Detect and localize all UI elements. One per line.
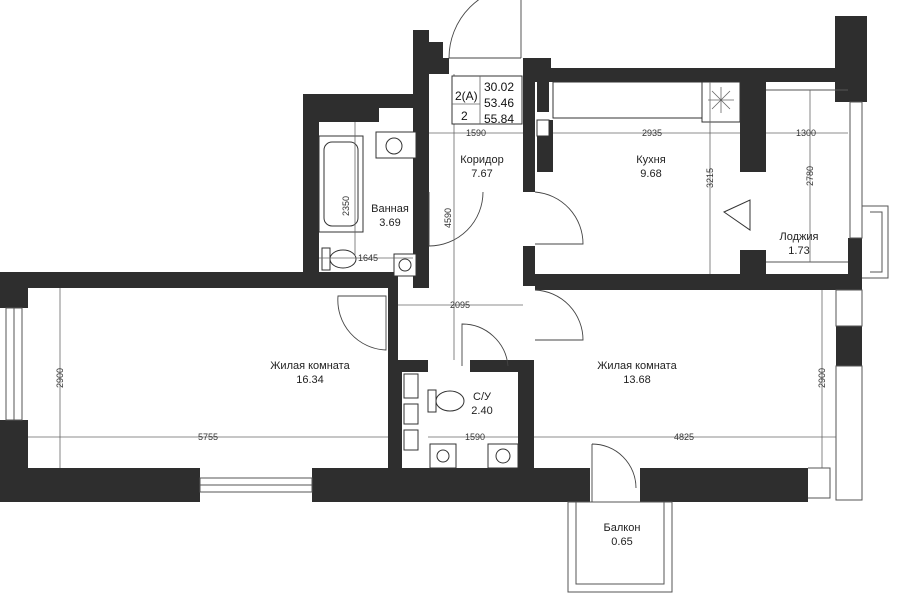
loggia-area: 1.73 [788,245,809,257]
wall [0,272,398,288]
info-living-area: 30.02 [484,80,514,94]
info-total-area: 53.46 [484,96,514,110]
balcony [567,501,673,593]
wc-name: С/У [473,391,492,403]
wall [319,108,379,122]
wall [848,238,862,290]
balcony-area: 0.65 [611,536,632,548]
wall [740,82,766,172]
living-left-name: Жилая комната [270,360,350,372]
wall [0,468,200,502]
wc-sink [495,448,511,464]
dim-hall-width: 2095 [450,300,470,310]
wall [303,94,427,108]
wall [523,246,535,286]
bathroom-name: Ванная [371,203,409,215]
dim-left-room-width: 5755 [198,432,218,442]
wall [523,58,535,192]
corridor-area: 7.67 [471,168,492,180]
wall [388,360,402,468]
wall [835,16,867,102]
wall [413,30,427,50]
dim-wc-width: 1590 [465,432,485,442]
living-left-area: 16.34 [296,374,324,386]
dim-bath-depth: 2350 [341,196,351,216]
fixtures [318,81,751,469]
dimension-labels: 1590 2935 1300 3215 2780 2350 1645 4590 … [55,128,827,442]
room-labels: Коридор 7.67 Кухня 9.68 Ванная 3.69 Лодж… [270,154,818,548]
wall [535,68,860,82]
loggia-name: Лоджия [780,231,819,243]
dim-loggia-depth: 2780 [805,166,815,186]
wall [836,326,862,366]
wall [429,42,443,58]
dim-right-room-depth: 2900 [817,368,827,388]
dimension-lines [28,74,848,468]
wall [413,30,429,288]
info-apartment-type: 2(A) [455,89,478,103]
dim-kitchen-depth: 3215 [705,168,715,188]
wall [470,360,532,372]
dim-corridor-width: 1590 [466,128,486,138]
corridor-name: Коридор [460,154,503,166]
info-rooms: 2 [461,109,468,123]
dim-bath-width: 1645 [358,253,378,263]
walls [0,16,867,502]
living-right-area: 13.68 [623,374,651,386]
wall [535,274,860,290]
wall [312,468,590,502]
bathroom-area: 3.69 [379,217,400,229]
wall [0,420,28,502]
wall [537,82,549,112]
kitchen-name: Кухня [636,154,665,166]
dim-corridor-depth: 4590 [443,208,453,228]
wc-toilet [435,390,465,412]
window [835,289,863,327]
info-box-frame [451,75,523,125]
windows [5,89,889,501]
wall [413,58,449,74]
wall [388,288,398,368]
bath-toilet [329,249,357,269]
wc-area: 2.40 [471,405,492,417]
balcony-name: Балкон [604,522,641,534]
dim-left-room-depth: 2900 [55,368,65,388]
window [835,365,863,501]
info-box: 2(A) 2 30.02 53.46 55.84 [451,75,523,126]
doors [337,0,637,502]
info-area-with-balcony: 55.84 [484,112,514,126]
wall [303,94,319,288]
wall [518,360,534,468]
kitchen-area: 9.68 [640,168,661,180]
dim-right-room-width: 4825 [674,432,694,442]
wall [640,468,808,502]
window [849,101,863,239]
dim-kitchen-width: 2935 [642,128,662,138]
living-right-name: Жилая комната [597,360,677,372]
dim-loggia-width: 1300 [796,128,816,138]
